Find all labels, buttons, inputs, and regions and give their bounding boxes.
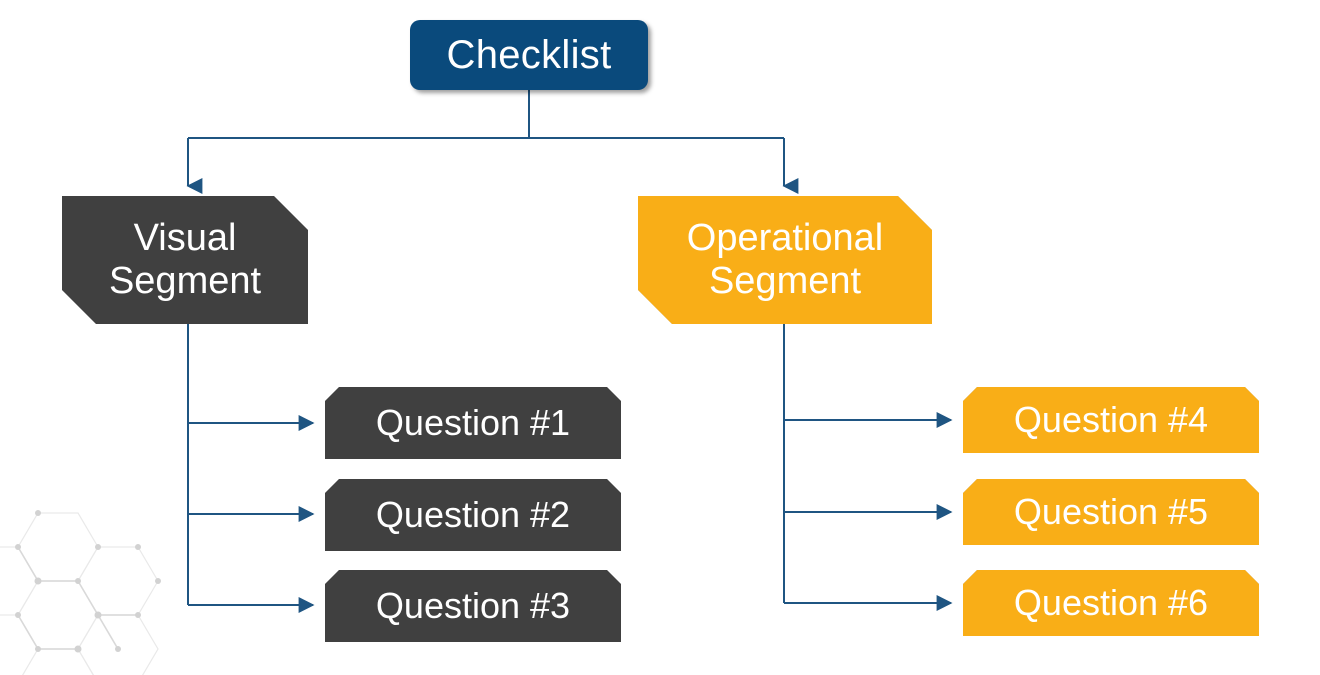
node-question-6[interactable]: Question #6 (963, 570, 1259, 636)
node-question-5[interactable]: Question #5 (963, 479, 1259, 545)
node-question-6-label: Question #6 (1013, 581, 1209, 623)
node-question-2-label: Question #2 (375, 493, 571, 535)
node-question-1-label: Question #1 (375, 401, 571, 443)
node-visual-segment[interactable]: Visual Segment (62, 196, 308, 324)
node-question-4[interactable]: Question #4 (963, 387, 1259, 453)
node-question-3[interactable]: Question #3 (325, 570, 621, 642)
node-question-5-label: Question #5 (1013, 490, 1209, 532)
node-question-4-label: Question #4 (1013, 398, 1209, 440)
node-question-1[interactable]: Question #1 (325, 387, 621, 459)
node-checklist[interactable]: Checklist (410, 20, 648, 90)
node-visual-segment-label: Visual Segment (108, 217, 262, 302)
node-operational-segment-label: Operational Segment (686, 217, 884, 302)
node-checklist-label: Checklist (446, 32, 612, 77)
node-operational-segment[interactable]: Operational Segment (638, 196, 932, 324)
node-question-3-label: Question #3 (375, 584, 571, 626)
node-question-2[interactable]: Question #2 (325, 479, 621, 551)
